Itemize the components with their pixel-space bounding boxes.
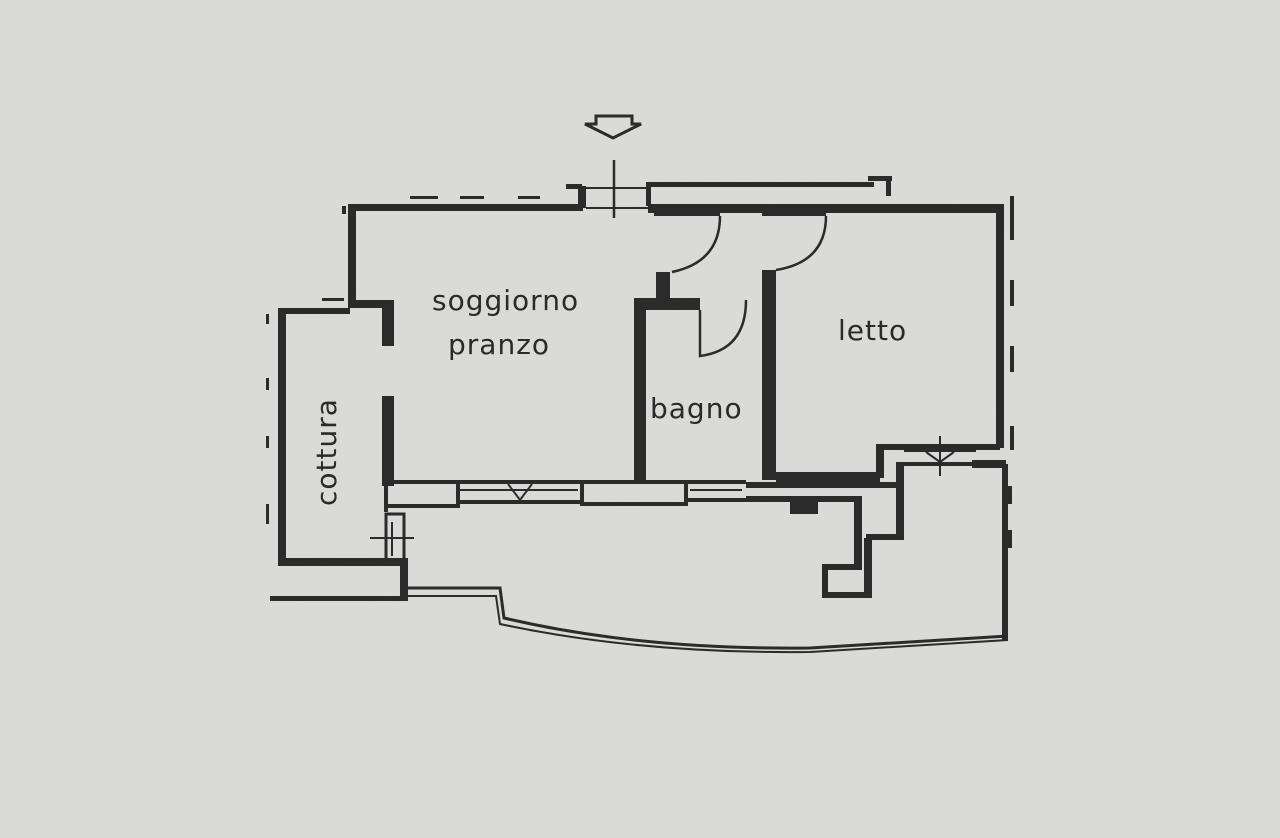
kitchen-walls: [266, 308, 408, 598]
room-label-bathroom: bagno: [650, 392, 743, 425]
room-label-living-2: pranzo: [448, 328, 550, 361]
top-dashes: [322, 196, 540, 301]
entrance-arrow-icon: [584, 114, 642, 140]
kitchen-door-marks: [370, 512, 414, 562]
south-facade: [384, 436, 976, 598]
interior-walls: [634, 206, 1006, 482]
room-label-bedroom: letto: [838, 314, 907, 347]
terrace: [270, 464, 1012, 654]
entrance-door: [586, 160, 648, 218]
door-swings: [671, 215, 828, 358]
room-label-living-1: soggiorno: [432, 284, 579, 317]
room-label-kitchen: cottura: [310, 398, 343, 506]
